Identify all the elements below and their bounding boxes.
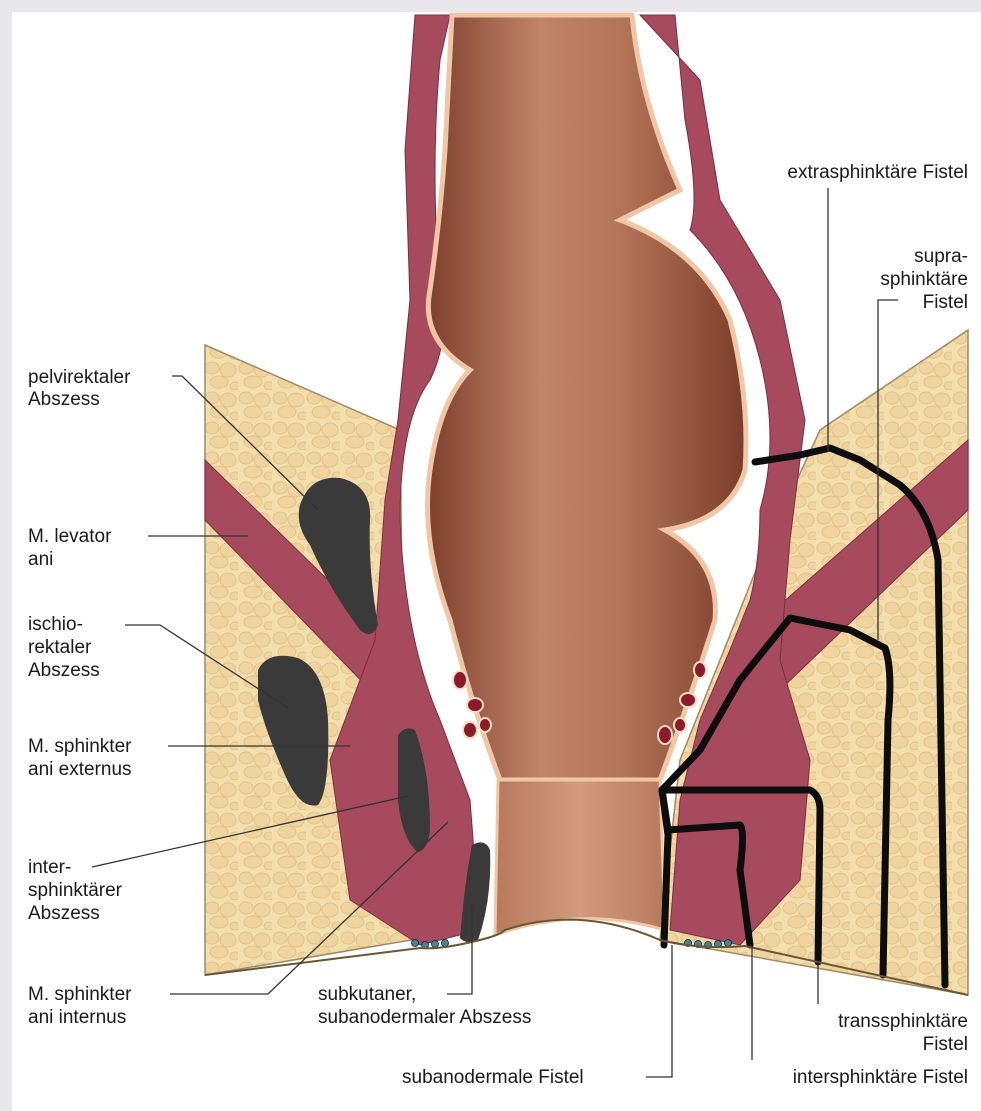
left-margin-strip [0, 0, 12, 1111]
label-subanodermale-fistel: subanodermale Fistel [402, 1067, 584, 1088]
label-intersphinktaere-fistel: intersphinktäre Fistel [793, 1067, 968, 1088]
label-subkutaner-1: subkutaner, [318, 984, 416, 1005]
label-intersphinktaer-3: Abszess [28, 903, 100, 924]
label-pelvirektaler-abszess-1: pelvirektaler [28, 367, 131, 388]
label-internus-2: ani internus [28, 1007, 126, 1028]
label-extrasphinktaere-fistel: extrasphinktäre Fistel [787, 162, 968, 183]
top-margin-strip [0, 0, 981, 12]
label-externus-1: M. sphinkter [28, 736, 132, 757]
label-suprasphinktaere-3: Fistel [923, 292, 968, 313]
label-levator-ani-2: ani [28, 549, 53, 570]
label-transsphinktaere-1: transsphinktäre [838, 1011, 968, 1032]
label-subkutaner-2: subanodermaler Abszess [318, 1007, 531, 1028]
label-suprasphinktaere-2: sphinktäre [880, 269, 968, 290]
label-ischiorektaler-2: rektaler [28, 637, 92, 658]
label-externus-2: ani externus [28, 759, 132, 780]
label-pelvirektaler-abszess-2: Abszess [28, 389, 100, 410]
label-intersphinktaer-1: inter- [28, 857, 71, 878]
label-suprasphinktaere-1: supra- [914, 246, 968, 267]
label-levator-ani-1: M. levator [28, 526, 112, 547]
label-intersphinktaer-2: sphinktärer [28, 880, 123, 901]
label-ischiorektaler-1: ischio- [28, 614, 83, 635]
label-ischiorektaler-3: Abszess [28, 660, 100, 681]
label-internus-1: M. sphinkter [28, 984, 132, 1005]
label-transsphinktaere-2: Fistel [923, 1034, 968, 1055]
anal-canal [495, 780, 665, 935]
